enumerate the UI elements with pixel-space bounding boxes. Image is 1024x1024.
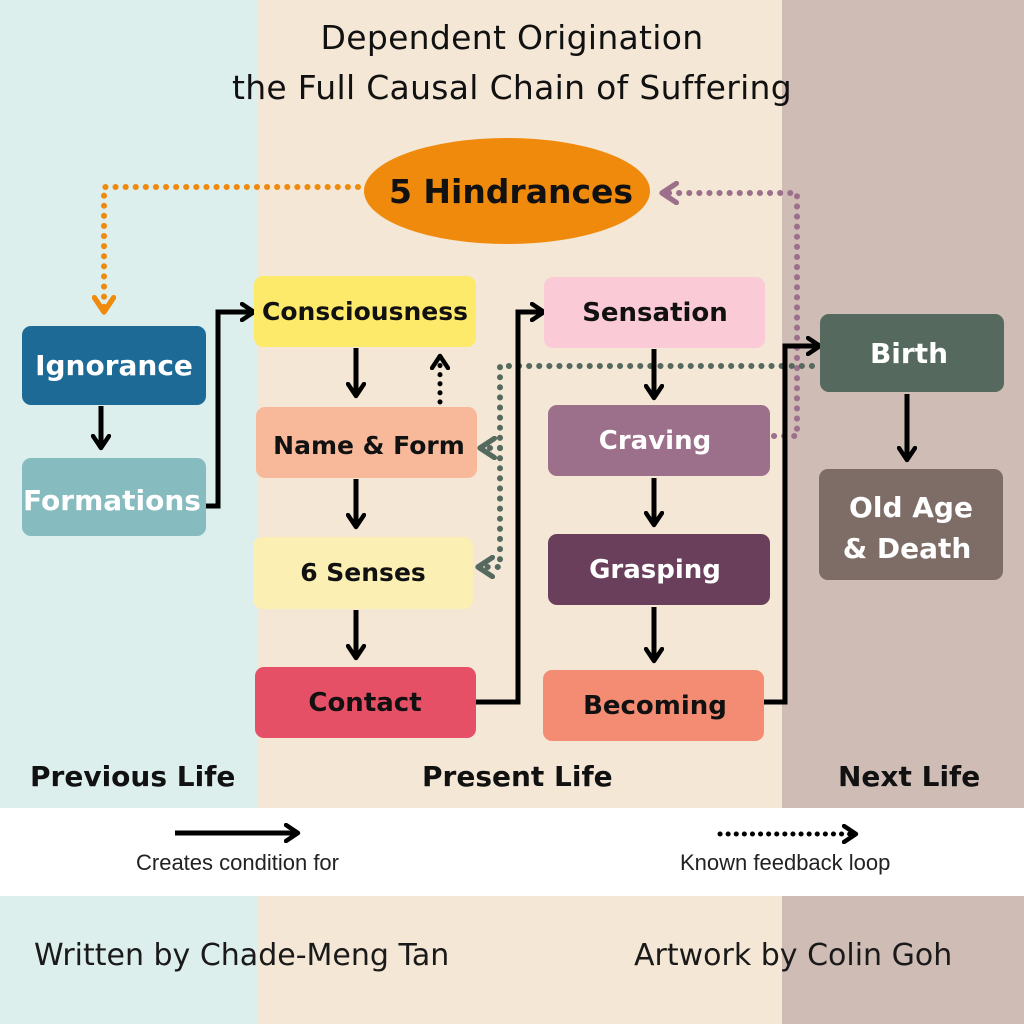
node-grasping: Grasping [548,534,770,605]
node-old-age-death: Old Age & Death [819,469,1003,580]
arrow-becoming-to-birth [763,346,820,705]
node-birth: Birth [820,314,1004,392]
node-sensation: Sensation [544,277,765,348]
svg-text:5 Hindrances: 5 Hindrances [389,172,633,211]
node-craving: Craving [548,405,770,476]
credit-artist: Artwork by Colin Goh [634,938,953,973]
loop-birth-to-name-form [477,363,815,448]
loop-hindrances-to-ignorance [104,184,361,315]
svg-text:Formations: Formations [23,484,201,517]
period-label-present: Present Life [422,760,613,793]
node-name-form: Name & Form [256,407,477,478]
node-consciousness: Consciousness [254,276,476,347]
loop-birth-to-six-senses [475,445,503,567]
svg-text:& Death: & Death [843,532,972,565]
svg-text:Old Age: Old Age [849,491,973,524]
svg-text:Becoming: Becoming [583,691,727,721]
svg-text:Craving: Craving [599,426,711,456]
svg-text:Name & Form: Name & Form [273,431,465,460]
legend-band [0,808,1024,896]
legend-solid-label: Creates condition for [136,850,339,875]
svg-text:Consciousness: Consciousness [262,297,468,326]
arrow-formations-to-consciousness [206,312,254,509]
legend-dotted-label: Known feedback loop [680,850,891,875]
node-contact: Contact [255,667,476,738]
svg-text:Ignorance: Ignorance [35,349,193,382]
svg-text:Grasping: Grasping [589,555,721,585]
svg-text:Contact: Contact [308,688,421,718]
svg-text:6 Senses: 6 Senses [300,558,426,587]
node-six-senses: 6 Senses [253,537,473,609]
svg-text:Birth: Birth [870,337,948,370]
node-formations: Formations [22,458,206,536]
node-becoming: Becoming [543,670,764,741]
credit-writer: Written by Chade-Meng Tan [34,938,450,973]
period-label-previous: Previous Life [30,760,236,793]
diagram-title: Dependent Origination [320,18,704,57]
svg-text:Sensation: Sensation [582,298,728,328]
diagram-subtitle: the Full Causal Chain of Suffering [231,68,793,107]
arrow-contact-to-sensation [476,312,544,705]
node-ignorance: Ignorance [22,326,206,405]
node-hindrances: 5 Hindrances [364,138,650,244]
period-label-next: Next Life [838,760,981,793]
